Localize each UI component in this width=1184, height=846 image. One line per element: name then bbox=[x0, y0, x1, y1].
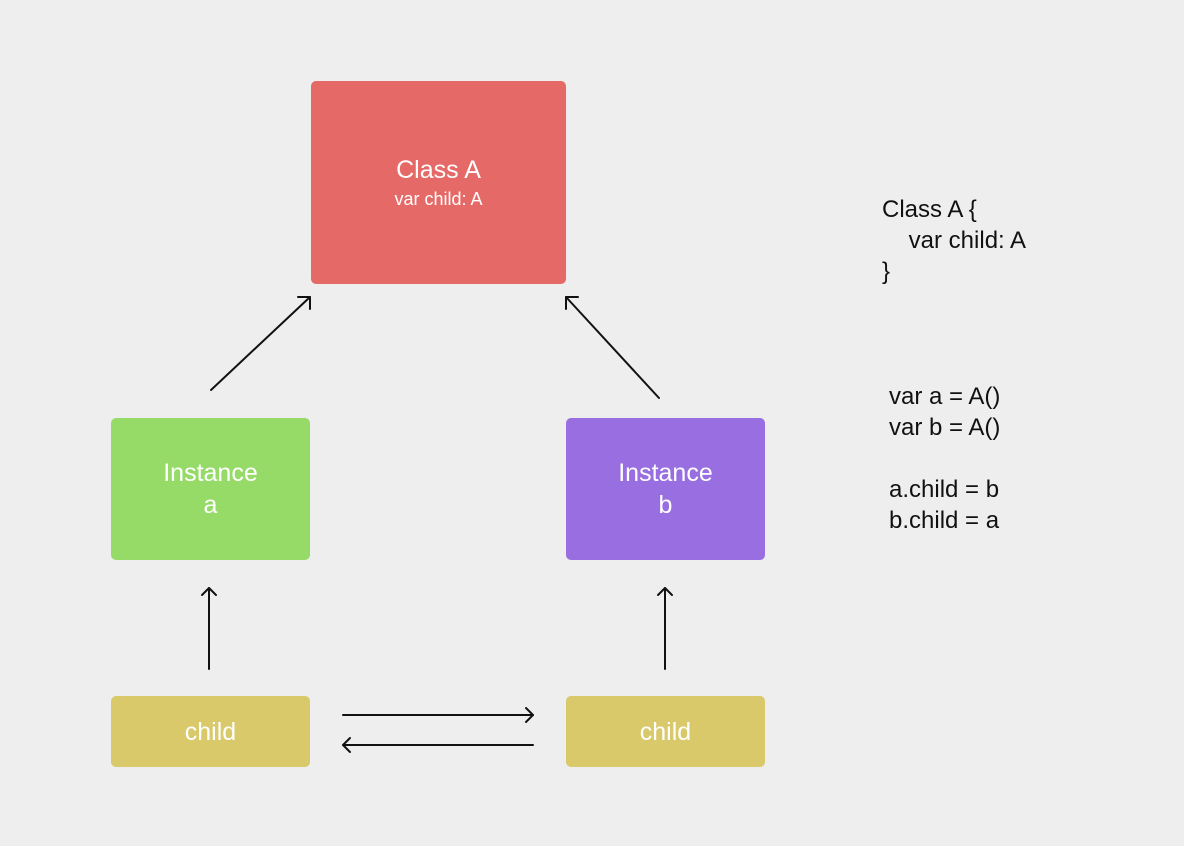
instance-b-label: Instance b bbox=[618, 459, 713, 519]
class-a-title: Class A bbox=[396, 155, 481, 184]
child-b-label: child bbox=[639, 717, 692, 746]
instance-a-box: Instance a bbox=[111, 418, 310, 560]
instance-a-label: Instance a bbox=[163, 459, 258, 519]
class-definition-code: Class A { var child: A } bbox=[882, 196, 1027, 285]
arrow-instance-a-to-class bbox=[210, 296, 311, 391]
instance-b-box: Instance b bbox=[566, 418, 765, 560]
class-a-box: Class A var child: A bbox=[311, 81, 566, 284]
arrow-child-a-to-instance-a bbox=[201, 587, 217, 670]
arrow-child-b-to-instance-b bbox=[657, 587, 673, 670]
child-a-label: child bbox=[184, 717, 237, 746]
arrow-child-b-to-child-a bbox=[342, 737, 534, 753]
instance-statements-code: var a = A() var b = A() a.child = b b.ch… bbox=[889, 383, 1001, 534]
class-a-field: var child: A bbox=[394, 188, 483, 209]
arrow-instance-b-to-class bbox=[565, 296, 660, 399]
child-a-box: child bbox=[111, 696, 310, 767]
arrow-child-a-to-child-b bbox=[342, 707, 534, 723]
child-b-box: child bbox=[566, 696, 765, 767]
